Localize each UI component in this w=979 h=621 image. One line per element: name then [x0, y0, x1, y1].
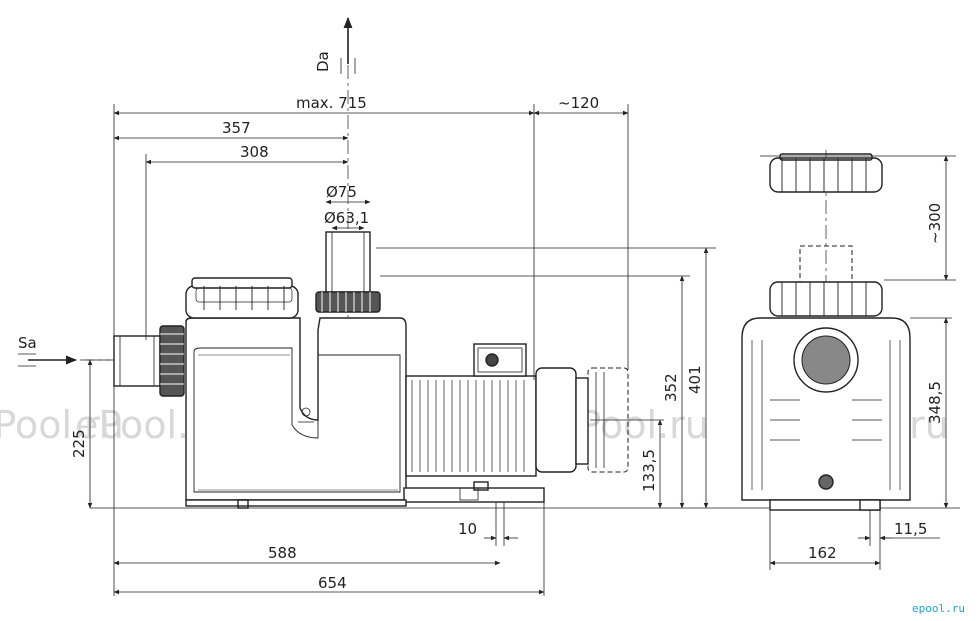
dim-flange-to-center: 308 [240, 143, 269, 161]
dim-side-height: 348,5 [926, 381, 944, 424]
motor [405, 343, 629, 477]
dim-service-clearance: ~120 [558, 94, 599, 112]
outlet-pipe [315, 231, 381, 313]
site-logo: epool.ru [912, 602, 965, 615]
dim-inner-diameter: Ø63,1 [324, 209, 369, 227]
logo-text: epool.ru [912, 602, 965, 615]
dimension-labels: max. 715 ~120 357 308 Ø75 Ø63,1 225 10 5… [70, 94, 944, 592]
dim-inlet-to-center: 357 [222, 119, 251, 137]
dim-max-length: max. 715 [296, 94, 367, 112]
discharge-label: Da [314, 51, 332, 72]
dim-base-depth: 10 [458, 520, 477, 538]
dim-outlet-height: 401 [686, 365, 704, 394]
watermark-text: ePool.ru [0, 403, 124, 447]
prefilter-housing [185, 277, 407, 501]
dimension-lines [86, 104, 956, 596]
dim-foot-spacing: 588 [268, 544, 297, 562]
flow-arrows: Da Sa [18, 16, 356, 367]
inlet-pipe [113, 325, 185, 397]
dim-overall-base: 654 [318, 574, 347, 592]
dim-inlet-height: 225 [70, 429, 88, 458]
pump-base [185, 481, 545, 509]
dim-side-foot-width: 162 [808, 544, 837, 562]
dim-outer-diameter: Ø75 [326, 183, 357, 201]
dim-top-height: 352 [662, 373, 680, 402]
dim-side-foot-offset: 11,5 [894, 520, 927, 538]
dim-lid-removal: ~300 [926, 203, 944, 244]
suction-label: Sa [18, 334, 37, 352]
dim-motor-axis-height: 133,5 [640, 449, 658, 492]
front-view-pump [80, 40, 960, 509]
side-view-pump [741, 150, 911, 511]
